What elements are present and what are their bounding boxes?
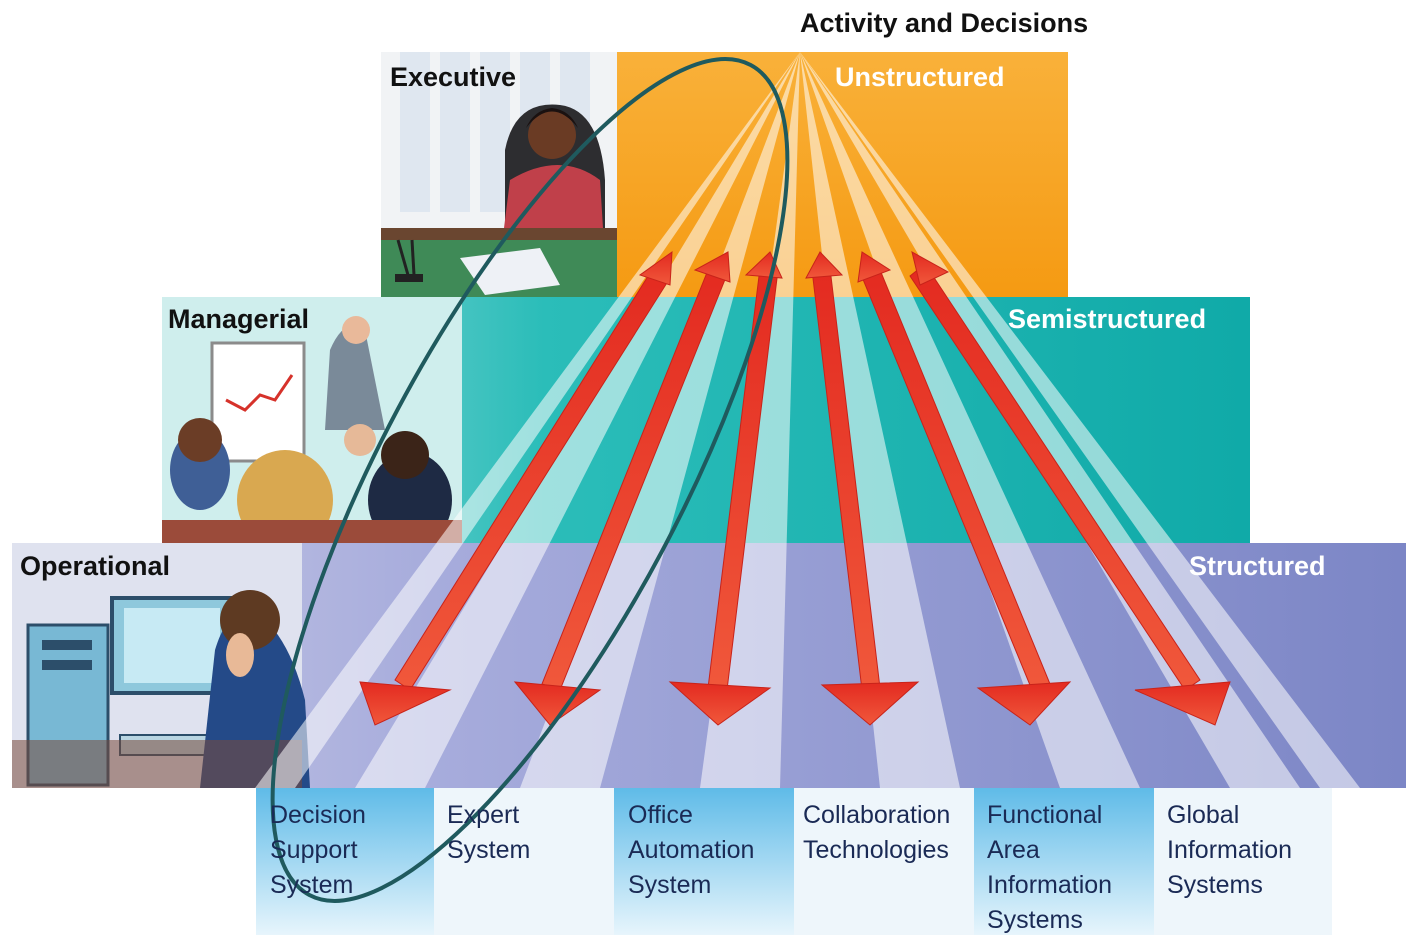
arrow-expert [513, 251, 731, 726]
system-label-gis: Global Information Systems [1167, 798, 1292, 903]
system-label-expert: Expert System [447, 798, 530, 868]
decision-type-unstructured: Unstructured [835, 62, 1005, 92]
system-label-line: System [447, 836, 531, 864]
decision-type-structured: Structured [1189, 551, 1326, 581]
system-label-line: Global [1167, 801, 1240, 829]
system-label-line: Expert [447, 801, 520, 829]
system-label-collab: Collaboration Technologies [803, 798, 950, 868]
system-column-oas [614, 788, 794, 935]
system-label-line: Support [270, 836, 358, 864]
system-label-line: Systems [1167, 871, 1263, 899]
system-label-dss: Decision Support System [270, 798, 366, 903]
level-label-managerial: Managerial [168, 304, 310, 334]
level-label-operational: Operational [20, 551, 171, 581]
double-arrows [359, 250, 1231, 726]
highlight-ellipse [270, 57, 790, 903]
system-column-dss [256, 788, 434, 935]
arrow-dss [359, 250, 673, 726]
system-label-line: Information [1167, 836, 1293, 864]
system-label-line: Information [987, 871, 1113, 899]
system-label-fais: Functional Area Information Systems [987, 798, 1112, 938]
system-label-line: Area [987, 836, 1040, 864]
system-columns [256, 788, 1332, 935]
system-label-line: System [270, 871, 354, 899]
decision-type-semistructured: Semistructured [1008, 304, 1207, 334]
system-label-line: System [628, 871, 712, 899]
level-label-executive: Executive [390, 62, 517, 92]
arrow-fais [857, 251, 1072, 726]
system-label-line: Automation [628, 836, 755, 864]
system-label-line: Collaboration [803, 801, 951, 829]
arrow-collab [805, 251, 920, 726]
system-column-gis [1154, 788, 1332, 935]
system-label-line: Functional [987, 801, 1103, 829]
diagram-title: Activity and Decisions [800, 8, 1089, 38]
system-label-line: Office [628, 801, 693, 829]
system-label-line: Technologies [803, 836, 949, 864]
arrow-gis [909, 251, 1231, 726]
system-label-line: Decision [270, 801, 366, 829]
system-column-collab [794, 788, 974, 935]
system-label-line: Systems [987, 906, 1083, 934]
system-column-expert [434, 788, 614, 935]
system-column-fais [974, 788, 1154, 935]
system-label-oas: Office Automation System [628, 798, 754, 903]
